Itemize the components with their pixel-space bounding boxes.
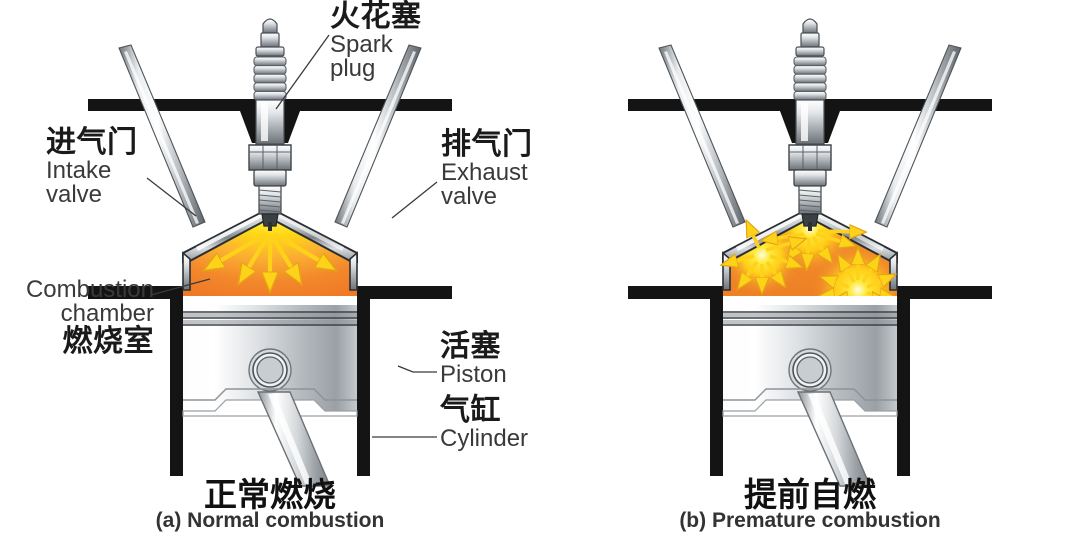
piston-ring-grooves — [183, 311, 357, 326]
label-combustion-chamber-cn: 燃烧室 — [62, 323, 154, 359]
label-spark-plug-en-1: Spark — [330, 30, 393, 58]
wrist-pin-boss — [788, 348, 832, 392]
label-intake-valve: 进气门 Intake valve — [46, 125, 138, 209]
label-spark-plug-en-2: plug — [330, 55, 376, 83]
wrist-pin-boss — [248, 348, 292, 392]
label-piston-cn: 活塞 — [440, 329, 501, 364]
exhaust-valve — [874, 44, 962, 228]
label-combustion-chamber-en-1: Combustion — [25, 276, 154, 303]
piston — [182, 296, 358, 417]
connecting-rod — [256, 391, 332, 487]
label-intake-valve-en-1: Intake — [46, 156, 112, 184]
intake-valve — [658, 44, 746, 228]
premature-combustion-illustration — [628, 18, 992, 487]
exhaust-valve — [334, 44, 422, 228]
label-combustion-chamber: Combustion chamber 燃烧室 — [4, 276, 154, 359]
cylinder-wall — [88, 286, 452, 476]
spark-plug — [788, 18, 832, 231]
panel-premature-combustion: 提前自燃 (b) Premature combustion — [540, 0, 1080, 551]
cylinder-wall — [628, 286, 992, 476]
label-piston: 活塞 Piston — [440, 329, 507, 388]
label-intake-valve-en-2: valve — [46, 181, 103, 209]
label-cylinder-cn: 气缸 — [440, 393, 501, 428]
caption-panel-a: 正常燃烧 (a) Normal combustion — [0, 478, 540, 531]
panel-normal-combustion: 火花塞 Spark plug 进气门 Intake valve 排气门 Exha… — [0, 0, 540, 531]
label-cylinder-en: Cylinder — [440, 424, 529, 452]
label-exhaust-valve-en-2: valve — [441, 183, 498, 211]
label-exhaust-valve-en-1: Exhaust — [441, 158, 528, 186]
caption-panel-a-cn: 正常燃烧 — [204, 475, 336, 514]
caption-panel-b: 提前自燃 (b) Premature combustion — [540, 478, 1080, 531]
intake-valve — [118, 44, 206, 228]
piston-ring-grooves — [723, 311, 897, 326]
spark-plug — [248, 18, 292, 231]
leader-lines — [146, 34, 438, 438]
label-piston-en: Piston — [440, 360, 507, 388]
combustion-chamber-roof — [182, 206, 358, 291]
label-spark-plug-cn: 火花塞 — [330, 0, 422, 34]
caption-panel-b-en: (b) Premature combustion — [679, 508, 941, 532]
connecting-rod — [796, 391, 872, 487]
caption-panel-a-en: (a) Normal combustion — [155, 508, 385, 532]
label-combustion-chamber-en-2: chamber — [60, 300, 154, 328]
label-cylinder: 气缸 Cylinder — [440, 393, 529, 452]
label-intake-valve-cn: 进气门 — [46, 125, 138, 160]
label-exhaust-valve: 排气门 Exhaust valve — [441, 127, 533, 211]
flame-front-arrows — [208, 232, 332, 287]
label-spark-plug: 火花塞 Spark plug — [330, 0, 422, 83]
normal-combustion-illustration — [88, 18, 452, 487]
caption-panel-b-cn: 提前自燃 — [744, 475, 876, 514]
label-exhaust-valve-cn: 排气门 — [441, 127, 533, 162]
